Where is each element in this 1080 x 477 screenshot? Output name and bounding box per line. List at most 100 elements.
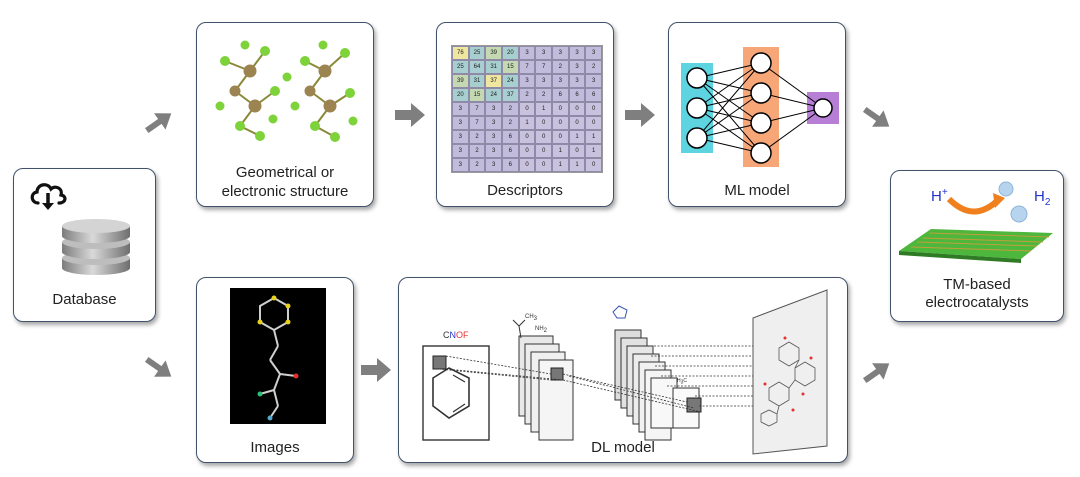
descriptor-cell: 0 [585,158,602,172]
descriptor-cell: 3 [485,158,502,172]
descriptor-cell: 6 [568,88,586,102]
arrow-database-to-structure [144,113,172,134]
descriptor-cell: 0 [535,116,552,130]
images-label: Images [250,439,300,456]
descriptor-cell: 3 [568,46,586,60]
descriptor-cell: 3 [452,130,469,144]
descriptor-cell: 1 [568,158,586,172]
catalyst-box: H+ H2 TM-based electrocatalysts [890,170,1064,322]
database-box: Database [13,168,156,322]
arrow-database-to-images [144,356,172,377]
descriptor-cell: 3 [518,46,536,60]
descriptor-cell: 64 [468,60,486,74]
descriptor-cell: 0 [568,102,586,116]
descriptors-label: Descriptors [487,182,563,199]
descriptor-cell: 31 [468,74,486,88]
catalyst-label-line1: TM-based [943,276,1011,293]
descriptor-cell: 0 [585,116,602,130]
dl-model-label: DL model [591,439,655,456]
arrow-images-to-dl [361,358,391,382]
descriptor-cell: 0 [518,102,536,116]
descriptor-cell: 3 [552,74,569,88]
h2-label: H2 [1034,188,1051,208]
descriptor-cell: 39 [485,46,502,60]
descriptor-cell: 3 [485,116,502,130]
descriptor-cell: 2 [518,88,536,102]
descriptor-cell: 0 [535,130,552,144]
descriptor-cell: 25 [452,60,469,74]
descriptor-cell: 2 [502,116,519,130]
descriptor-cell: 1 [518,116,536,130]
descriptor-cell: 0 [535,144,552,158]
descriptor-cell: 3 [452,102,469,116]
arrow-descriptors-to-ml [625,103,655,127]
dl-model-box: CNOF CH3 NH2 H3C [398,277,848,463]
structure-box: Geometrical or electronic structure [196,22,374,207]
ch3-label: CH3 [525,314,538,322]
database-label: Database [52,291,117,308]
descriptor-cell: 0 [552,102,569,116]
cnof-label: CNOF [443,330,469,340]
descriptor-cell: 20 [452,88,469,102]
descriptor-cell: 2 [502,102,519,116]
images-box: Images [196,277,354,463]
descriptor-cell: 3 [452,144,469,158]
cloud-download-icon [30,183,67,210]
descriptor-cell: 25 [468,46,486,60]
descriptor-cell: 1 [552,144,569,158]
descriptor-cell: 0 [518,158,536,172]
descriptor-cell: 3 [518,74,536,88]
cnn-diagram: CNOF CH3 NH2 H3C [422,289,828,455]
ml-model-label: ML model [724,182,790,199]
descriptor-cell: 3 [452,158,469,172]
descriptor-cell: 24 [502,74,519,88]
descriptor-cell: 1 [568,130,586,144]
descriptor-cell: 3 [585,74,602,88]
descriptor-cell: 1 [585,130,602,144]
neural-network-diagram [681,47,839,167]
descriptor-cell: 0 [585,102,602,116]
descriptor-cell: 76 [452,46,469,60]
database-cylinder-icon [62,219,130,275]
descriptor-cell: 6 [502,130,519,144]
descriptor-cell: 2 [552,60,569,74]
arrow-structure-to-descriptors [395,103,425,127]
descriptor-cell: 0 [552,116,569,130]
descriptor-cell: 3 [485,130,502,144]
structure-label-line1: Geometrical or [235,164,335,181]
descriptor-cell: 3 [552,46,569,60]
descriptor-cell: 6 [552,88,569,102]
descriptor-cell: 37 [485,74,502,88]
descriptor-cell: 0 [568,116,586,130]
crystal-structure-image [215,40,358,142]
descriptor-cell: 3 [568,74,586,88]
arrow-ml-to-catalyst [862,106,890,127]
descriptor-cell: 7 [468,116,486,130]
descriptor-cell: 7 [518,60,536,74]
descriptor-cell: 2 [468,130,486,144]
h-plus-label: H+ [931,187,948,205]
ml-model-box: ML model [668,22,846,207]
descriptor-cell: 3 [535,46,552,60]
descriptor-cell: 3 [485,144,502,158]
catalyst-illustration: H+ H2 [899,181,1053,263]
structure-label-line2: electronic structure [221,183,349,200]
descriptor-cell: 24 [485,88,502,102]
h3c-label: H3C [677,378,687,386]
descriptor-cell: 37 [502,88,519,102]
catalyst-label-line2: electrocatalysts [925,294,1029,311]
proton-arrow [946,196,1000,215]
descriptor-cell: 3 [452,116,469,130]
descriptor-cell: 6 [502,144,519,158]
descriptor-cell: 1 [552,158,569,172]
descriptor-cell: 1 [585,144,602,158]
descriptor-cell: 3 [535,74,552,88]
descriptor-cell: 39 [452,74,469,88]
molecule-image [230,288,326,424]
descriptor-cell: 3 [585,46,602,60]
descriptor-cell: 7 [468,102,486,116]
descriptor-cell: 0 [518,130,536,144]
descriptor-cell: 7 [535,60,552,74]
